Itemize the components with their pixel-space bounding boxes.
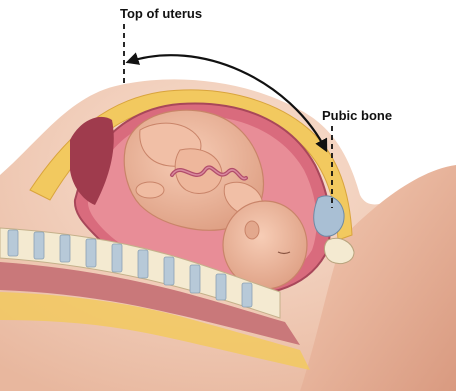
- label-pubic-bone: Pubic bone: [322, 108, 392, 123]
- label-top-of-uterus: Top of uterus: [120, 6, 202, 21]
- bladder: [314, 196, 344, 236]
